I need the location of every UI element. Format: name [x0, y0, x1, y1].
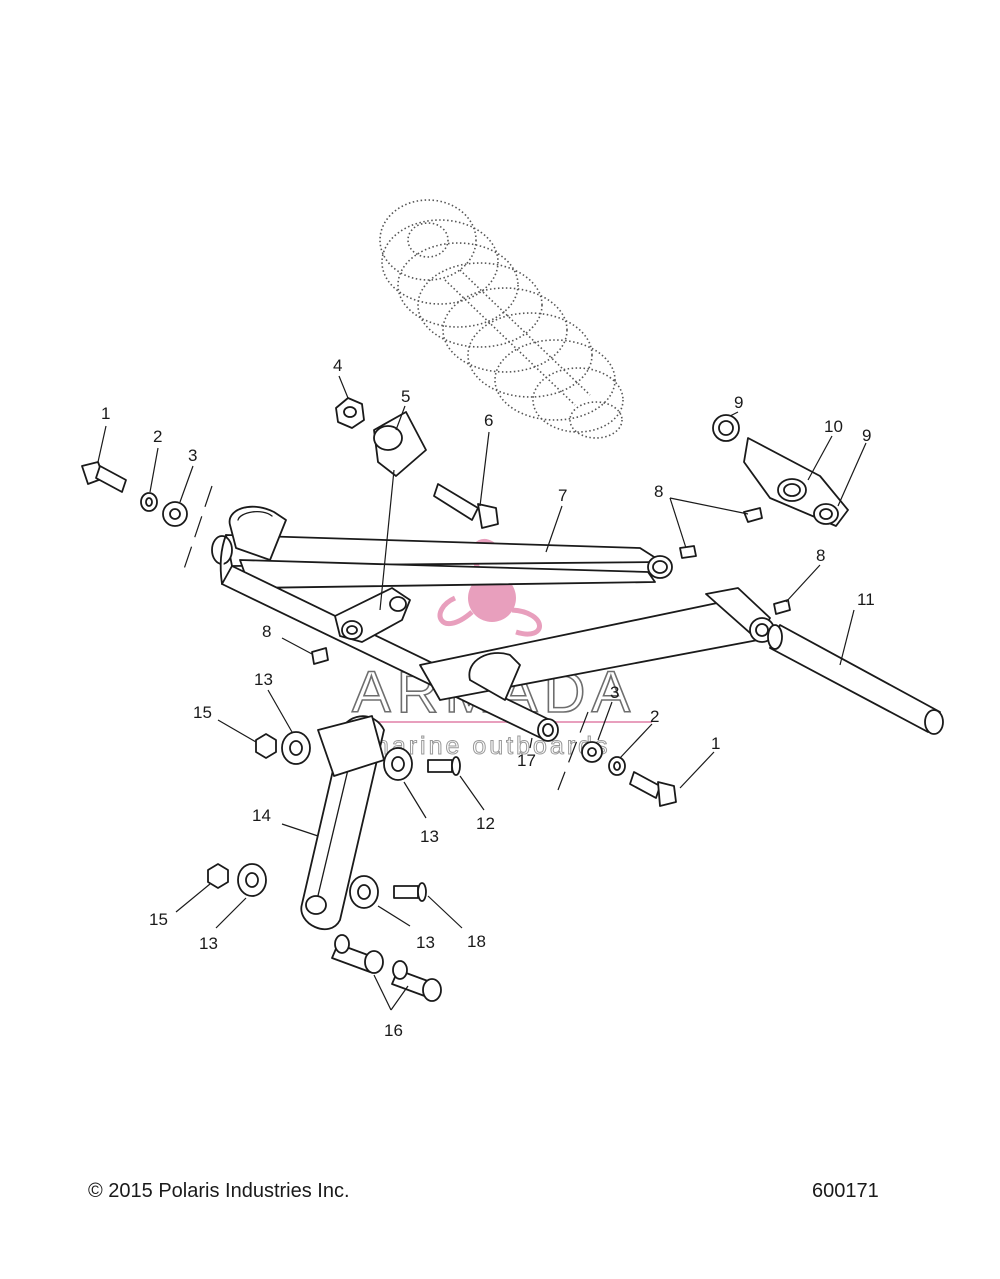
watermark-logo: ARMADA marine outboards: [351, 539, 652, 761]
shock-hardware: [335, 397, 499, 611]
shock-mount-bracket: [334, 587, 411, 643]
callout-9-right: 9: [862, 426, 871, 445]
callout-8-upper: 8: [654, 482, 663, 501]
callout-10: 10: [824, 417, 843, 436]
callout-1-left: 1: [101, 404, 110, 423]
upper-arm-tube: [211, 534, 673, 589]
pivot-shaft: [767, 624, 944, 735]
callout-7: 7: [558, 486, 567, 505]
link-hardware: [207, 731, 461, 1002]
callout-3-left: 3: [188, 446, 197, 465]
callout-3-right: 3: [610, 683, 619, 702]
callout-16: 16: [384, 1021, 403, 1040]
callout-5: 5: [401, 387, 410, 406]
washers-left: [140, 492, 188, 527]
grease-fittings: [311, 507, 791, 665]
callout-2-right: 2: [650, 707, 659, 726]
shock-spring-ghost: [379, 199, 624, 439]
callout-13-bottom-left: 13: [199, 934, 218, 953]
watermark-propeller-hub: [468, 574, 516, 622]
callout-2-left: 2: [153, 427, 162, 446]
callout-13-mid: 13: [420, 827, 439, 846]
callout-1-right: 1: [711, 734, 720, 753]
bolt-left: [81, 461, 127, 493]
callout-18: 18: [467, 932, 486, 951]
bolt-right: [581, 741, 677, 807]
callout-15-top: 15: [193, 703, 212, 722]
link-arm: [300, 715, 385, 931]
callout-17: 17: [517, 751, 536, 770]
leader-lines: [97, 375, 867, 1011]
callout-15-bottom: 15: [149, 910, 168, 929]
pivot-bracket: [712, 414, 849, 527]
lower-arm-tube: [419, 587, 775, 701]
diagram-number: 600171: [812, 1180, 879, 1202]
callout-12: 12: [476, 814, 495, 833]
callout-8-left: 8: [262, 622, 271, 641]
copyright-notice: © 2015 Polaris Industries Inc.: [88, 1180, 350, 1202]
callout-8-right: 8: [816, 546, 825, 565]
callout-4: 4: [333, 356, 342, 375]
callout-13-bottom-right: 13: [416, 933, 435, 952]
callout-13-top: 13: [254, 670, 273, 689]
callout-6: 6: [484, 411, 493, 430]
callout-14: 14: [252, 806, 271, 825]
callout-11: 11: [857, 590, 875, 609]
callout-labels: 1 2 3 4 5 6 7 8 8 8 9 10 9 11 13 15 17 3…: [101, 356, 875, 1040]
callout-9-top: 9: [734, 393, 743, 412]
